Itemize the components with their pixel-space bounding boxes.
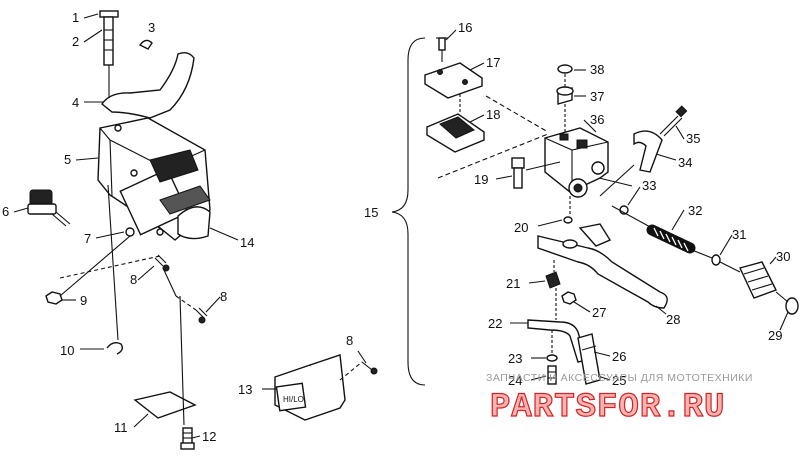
callout-4: 4	[72, 95, 79, 110]
callout-5: 5	[64, 152, 71, 167]
callout-29: 29	[768, 328, 782, 343]
switch-label: HI/LO	[283, 395, 304, 404]
nut-part-9	[45, 291, 63, 305]
watermark: ЗАПЧАСТИ И АКСЕССУАРЫ ДЛЯ МОТОТЕХНИКИ PA…	[486, 372, 753, 428]
cover-part-11	[133, 391, 197, 419]
washer-part-23	[546, 354, 558, 362]
callout-34: 34	[678, 155, 692, 170]
callout-31: 31	[732, 227, 746, 242]
watermark-tagline: ЗАПЧАСТИ И АКСЕССУАРЫ ДЛЯ МОТОТЕХНИКИ	[486, 372, 753, 384]
callout-7: 7	[84, 231, 91, 246]
screw-part-24	[547, 365, 557, 385]
callout-15: 15	[364, 205, 378, 220]
callout-27: 27	[592, 305, 606, 320]
master-cylinder-part-36	[544, 127, 609, 198]
screw-part-35	[659, 105, 688, 137]
adjuster-part-30	[739, 261, 777, 299]
callout-6: 6	[2, 204, 9, 219]
callout-13: 13	[238, 382, 252, 397]
bracket-part-4	[101, 51, 195, 119]
lever-part-28	[537, 223, 668, 309]
callout-3: 3	[148, 20, 155, 35]
callout-1: 1	[72, 10, 79, 25]
callout-23: 23	[508, 351, 522, 366]
callout-19: 19	[474, 172, 488, 187]
callout-12: 12	[202, 429, 216, 444]
ring-part-10	[106, 341, 124, 355]
callout-30: 30	[776, 249, 790, 264]
callout-9: 9	[80, 293, 87, 308]
callout-24: 24	[508, 373, 522, 388]
brake-switch-part-25	[577, 333, 601, 385]
callout-28: 28	[666, 312, 680, 327]
pin-part-20	[563, 216, 573, 224]
callout-17: 17	[486, 55, 500, 70]
diaphragm-part-18	[426, 113, 485, 153]
callout-36: 36	[590, 112, 604, 127]
callout-26: 26	[612, 349, 626, 364]
callout-8a: 8	[130, 272, 137, 287]
bolt-part-1	[99, 10, 119, 66]
screw-part-8c	[361, 361, 378, 375]
assembly-brace	[391, 37, 426, 386]
washer-part-31	[711, 254, 721, 266]
callout-2: 2	[72, 34, 79, 49]
screw-part-8a	[154, 254, 170, 272]
callout-numbers: 1 2 3 4 5 6 7 8 8 8 9 10 11 12 13 14 15 …	[2, 10, 790, 444]
callout-35: 35	[686, 131, 700, 146]
switch-part-13: HI/LO	[274, 354, 346, 421]
callout-16: 16	[458, 20, 472, 35]
knob-part-6	[27, 189, 71, 227]
callout-22: 22	[488, 316, 502, 331]
callout-20: 20	[514, 220, 528, 235]
washer-part-7	[125, 227, 135, 237]
nut-part-27	[561, 291, 577, 305]
right-brake-assembly	[424, 29, 799, 385]
callout-8c: 8	[346, 333, 353, 348]
bushing-part-21	[545, 271, 561, 289]
bolt-part-19	[511, 157, 525, 189]
clamp-part-34	[633, 130, 663, 173]
callout-37: 37	[590, 89, 604, 104]
callout-18: 18	[486, 107, 500, 122]
callout-8b: 8	[220, 289, 227, 304]
callout-21: 21	[506, 276, 520, 291]
callout-25: 25	[612, 373, 626, 388]
rocker-part-14	[177, 206, 211, 240]
callout-10: 10	[60, 343, 74, 358]
spring-part-32	[646, 224, 696, 254]
screw-part-8b	[195, 307, 208, 324]
housing-part-5	[97, 117, 211, 241]
callout-33: 33	[642, 178, 656, 193]
callout-38: 38	[590, 62, 604, 77]
washer-part-38	[557, 64, 573, 74]
screw-part-12	[180, 427, 195, 450]
clip-part-3	[138, 39, 153, 50]
ring-part-29	[785, 297, 799, 315]
callout-14: 14	[240, 235, 254, 250]
callout-32: 32	[688, 203, 702, 218]
bracket-part-22	[527, 319, 587, 363]
watermark-brand: PARTSFOR.RU	[490, 389, 725, 427]
callout-11: 11	[114, 420, 128, 435]
left-switch-assembly: HI/LO	[13, 10, 378, 450]
